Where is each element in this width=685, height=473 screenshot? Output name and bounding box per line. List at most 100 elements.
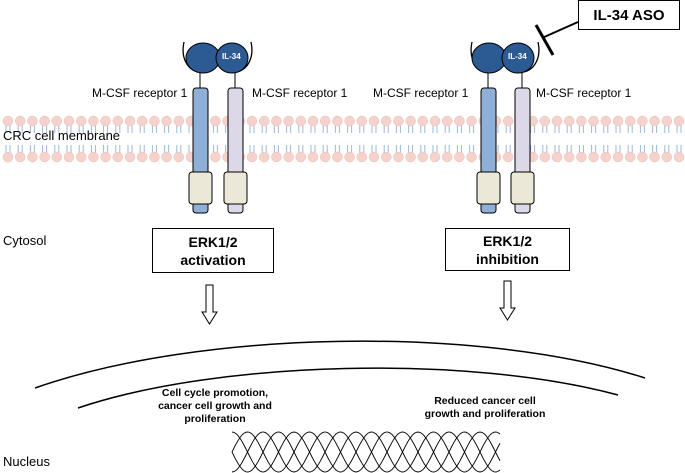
receptor-right-a-domain [476, 171, 501, 205]
lipid-head [417, 151, 429, 163]
lipid-head [429, 151, 441, 163]
cytosol-label: Cytosol [3, 233, 47, 248]
dna-strand [231, 431, 501, 473]
receptor-pair-left [182, 41, 253, 214]
lipid-head [63, 115, 75, 127]
lipid-head [161, 151, 172, 163]
lipid-head [612, 151, 624, 163]
lipid-head [295, 151, 307, 163]
lipid-head [637, 151, 648, 163]
lipid-head [210, 151, 221, 163]
lipid-head [27, 115, 38, 127]
lipid-head [502, 115, 514, 127]
lipid-head [368, 115, 380, 127]
receptor-label-left-b: M-CSF receptor 1 [252, 86, 348, 100]
lipid-head [429, 115, 441, 127]
lipid-head [661, 151, 673, 163]
lipid-head [441, 151, 453, 163]
lipid-head [295, 115, 307, 127]
outcome-left-line1: Cell cycle promotion, [161, 387, 269, 399]
receptor-left-b-domain [223, 171, 248, 205]
nuclear-envelope-outer [34, 340, 646, 389]
lipid-head [63, 151, 75, 163]
arrow-right [499, 280, 516, 321]
lipid-head [405, 151, 416, 163]
lipid-head [75, 151, 87, 163]
lipid-head [344, 115, 355, 127]
erk-inhibition-box: ERK1/2 inhibition [445, 228, 570, 271]
lipid-head [307, 115, 319, 127]
receptor-right-b-domain [510, 171, 535, 205]
lipid-head [344, 151, 355, 163]
lipid-head [661, 115, 673, 127]
lipid-head [161, 115, 172, 127]
lipid-head [271, 115, 282, 127]
lipid-head [332, 115, 343, 127]
lipid-head [149, 115, 160, 127]
lipid-head [173, 115, 185, 127]
dna-strand [231, 431, 501, 473]
lipid-head [51, 115, 63, 127]
dna-strand [231, 431, 501, 473]
lipid-head [14, 115, 26, 127]
erk-activation-line2: activation [180, 251, 246, 268]
lipid-head [563, 151, 575, 163]
receptor-label-left-a: M-CSF receptor 1 [92, 86, 188, 100]
lipid-head [88, 115, 99, 127]
inhibition-symbol [534, 21, 579, 56]
nucleus-label: Nucleus [3, 454, 50, 469]
lipid-head [454, 151, 465, 163]
lipid-head [112, 151, 124, 163]
lipid-head [466, 115, 477, 127]
outcome-right: Reduced cancer cell growth and prolifera… [405, 395, 565, 421]
lipid-head [466, 151, 477, 163]
erk-inhibition-line2: inhibition [476, 250, 539, 267]
lipid-head [332, 151, 343, 163]
lipid-head [649, 151, 660, 163]
lipid-head [624, 151, 636, 163]
lipid-head [112, 115, 124, 127]
lipid-head [551, 151, 563, 163]
lipid-head [393, 151, 404, 163]
lipid-head [600, 115, 612, 127]
lipid-head [551, 115, 563, 127]
lipid-head [502, 151, 514, 163]
lipid-head [405, 115, 416, 127]
erk-inhibition-line1: ERK1/2 [482, 232, 533, 249]
lipid-head [673, 151, 685, 163]
lipid-head [588, 115, 599, 127]
lipid-head [368, 151, 380, 163]
lipid-head [51, 151, 63, 163]
dna-helix [231, 431, 501, 473]
lipid-head [563, 115, 575, 127]
lipid-head [124, 151, 136, 163]
lipid-head [319, 151, 331, 163]
lipid-head [673, 115, 685, 127]
lipid-head [637, 115, 648, 127]
arrow-left [201, 284, 218, 325]
lipid-head [88, 151, 99, 163]
lipid-head [75, 115, 87, 127]
lipid-head [136, 151, 148, 163]
lipid-head [246, 115, 258, 127]
receptor-label-right-b: M-CSF receptor 1 [536, 86, 632, 100]
ligand-label-right: IL-34 [508, 52, 527, 61]
lipid-head [624, 115, 636, 127]
lipid-head [258, 151, 270, 163]
lipid-head [649, 115, 660, 127]
lipid-head [39, 115, 50, 127]
lipid-head [124, 115, 136, 127]
lipid-head [271, 151, 282, 163]
erk-activation-box: ERK1/2 activation [152, 228, 274, 273]
dna-strand [231, 431, 501, 473]
lipid-head [27, 151, 38, 163]
outcome-right-line1: Reduced cancer cell [434, 395, 536, 407]
lipid-head [454, 115, 465, 127]
lipid-head [100, 115, 111, 127]
lipid-head [100, 151, 111, 163]
lipid-head [393, 115, 404, 127]
lipid-head [136, 115, 148, 127]
lipid-head [539, 115, 551, 127]
